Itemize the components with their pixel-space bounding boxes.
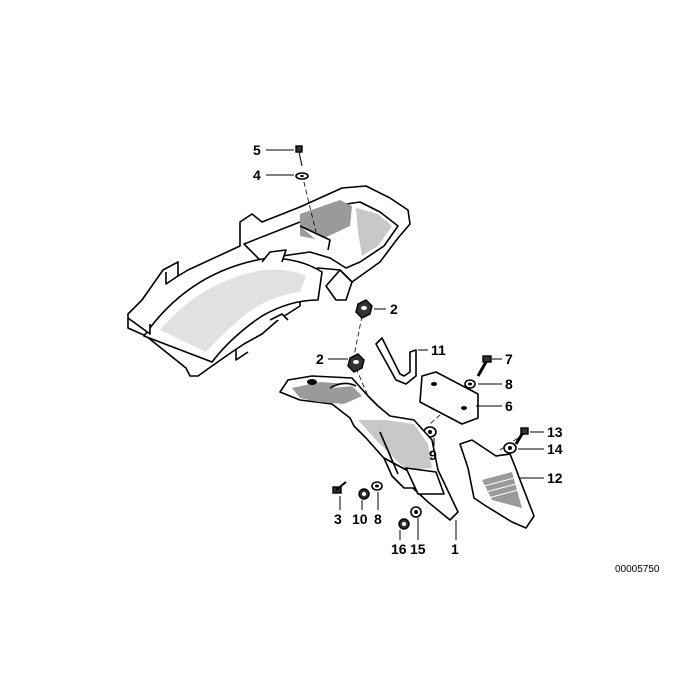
mounting-plate-6 — [419, 371, 479, 425]
callout-2-lower: 2 — [316, 351, 324, 367]
callout-labels: 5 4 2 11 2 7 8 6 9 13 14 12 3 10 8 16 15… — [253, 142, 563, 557]
nut-10 — [358, 488, 370, 500]
reflector-bracket-12 — [459, 439, 535, 529]
washer-8-lower — [371, 481, 383, 491]
callout-12: 12 — [547, 470, 563, 486]
callout-3: 3 — [334, 511, 342, 527]
callout-16: 16 — [391, 541, 407, 557]
callout-9: 9 — [429, 447, 437, 463]
callout-10: 10 — [352, 511, 368, 527]
washer-4 — [295, 172, 309, 180]
callout-5: 5 — [253, 142, 261, 158]
callout-2-upper: 2 — [390, 301, 398, 317]
nut-16 — [398, 518, 410, 530]
u-bracket-11 — [375, 337, 417, 385]
washer-8-upper — [464, 379, 476, 389]
screw-13 — [514, 427, 529, 445]
nut-2-lower — [347, 353, 365, 373]
callout-8-lower: 8 — [374, 511, 382, 527]
drawing-reference-code: 00005750 — [615, 564, 660, 575]
washer-14 — [503, 442, 517, 454]
callout-7: 7 — [505, 351, 513, 367]
callout-13: 13 — [547, 424, 563, 440]
plate-holder-1 — [279, 375, 459, 521]
callout-1: 1 — [451, 541, 459, 557]
screw-7 — [476, 355, 492, 377]
callout-4: 4 — [253, 167, 261, 183]
callout-15: 15 — [410, 541, 426, 557]
screw-3 — [332, 481, 347, 494]
nut-2-upper — [355, 299, 373, 319]
callout-6: 6 — [505, 398, 513, 414]
screw-5 — [295, 145, 303, 167]
callout-11: 11 — [431, 342, 446, 358]
rear-fender-tray — [127, 185, 411, 377]
leader-lines — [266, 149, 544, 540]
callout-14: 14 — [547, 441, 563, 457]
washer-15 — [410, 506, 422, 518]
callout-8-upper: 8 — [505, 376, 513, 392]
